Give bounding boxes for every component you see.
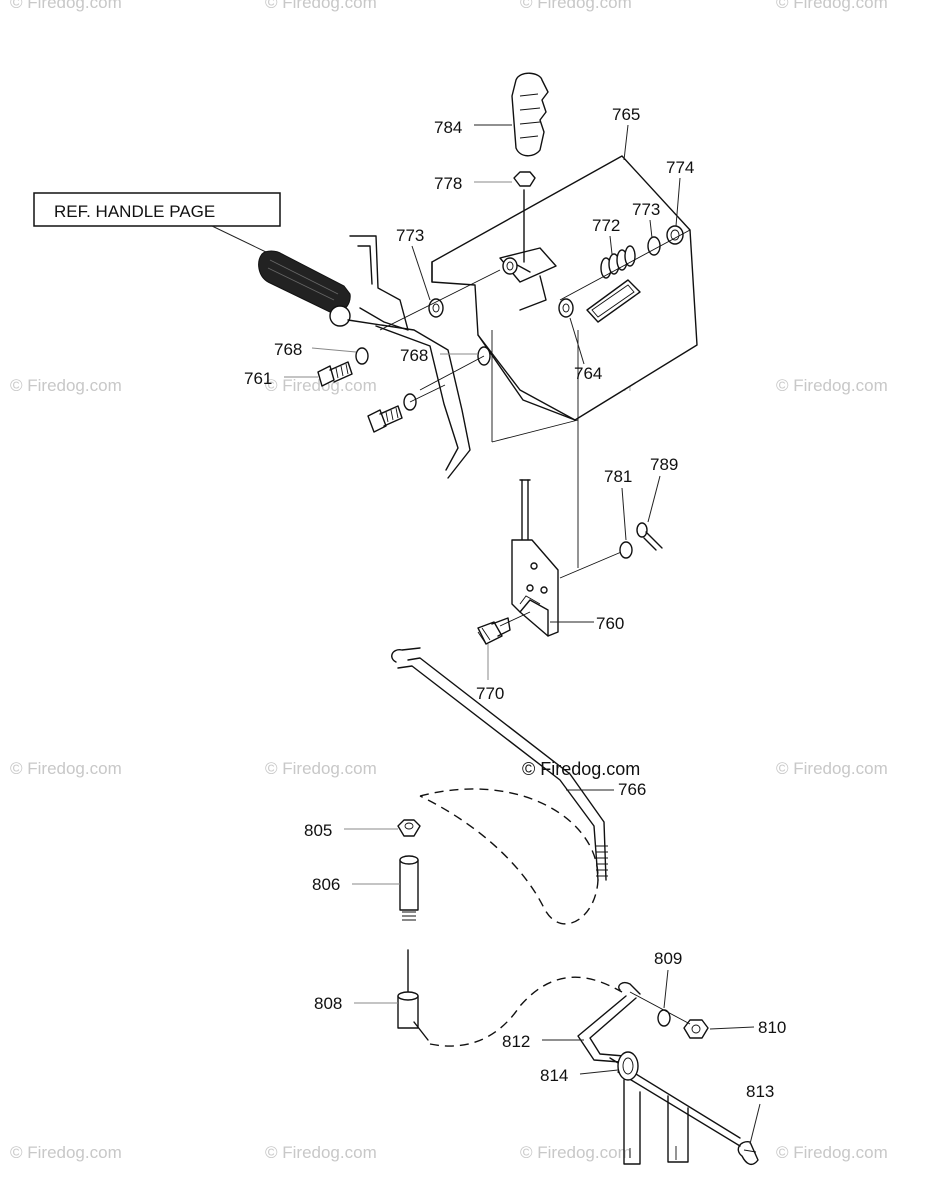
watermark: © Firedog.com	[520, 1143, 632, 1162]
callout-813: 813	[746, 1082, 774, 1101]
callout-761: 761	[244, 369, 272, 388]
watermark: © Firedog.com	[265, 376, 377, 395]
watermark: © Firedog.com	[776, 0, 888, 12]
callout-808: 808	[314, 994, 342, 1013]
watermark: © Firedog.com	[10, 376, 122, 395]
ref-handle-page-box: REF. HANDLE PAGE	[33, 192, 281, 254]
control-plate	[431, 155, 698, 421]
spacer-806	[399, 855, 419, 921]
callout-773-left: 773	[396, 226, 424, 245]
washer-768-left	[355, 347, 369, 365]
callouts: 784 765 778 774 773 773 772 768 768 764 …	[244, 105, 786, 1145]
bushing-764	[558, 298, 574, 318]
left-handle-lever	[258, 235, 501, 479]
callout-805: 805	[304, 821, 332, 840]
callout-810: 810	[758, 1018, 786, 1037]
ref-handle-page-label: REF. HANDLE PAGE	[54, 202, 215, 221]
callout-765: 765	[612, 105, 640, 124]
callout-768-left: 768	[274, 340, 302, 359]
callout-778: 778	[434, 174, 462, 193]
nut-774	[666, 225, 684, 245]
callout-766: 766	[618, 780, 646, 799]
watermark: © Firedog.com	[10, 759, 122, 778]
callout-774: 774	[666, 158, 694, 177]
callout-770: 770	[476, 684, 504, 703]
washer-781	[619, 541, 633, 559]
watermark: © Firedog.com	[776, 759, 888, 778]
callout-806: 806	[312, 875, 340, 894]
callout-789: 789	[650, 455, 678, 474]
clip-813	[737, 1141, 759, 1166]
callout-764: 764	[574, 364, 602, 383]
watermark: © Firedog.com	[265, 759, 377, 778]
pivot-bracket-760	[511, 539, 559, 637]
callout-760: 760	[596, 614, 624, 633]
handle-grip	[511, 72, 549, 157]
nut-778	[513, 171, 536, 187]
cable-upper	[419, 788, 599, 925]
watermark: © Firedog.com	[265, 0, 377, 12]
swivel-808	[397, 991, 429, 1041]
rod-766	[391, 647, 608, 881]
nut-805	[397, 819, 421, 837]
bolt-770	[477, 617, 511, 645]
watermark: © Firedog.com	[776, 1143, 888, 1162]
callout-784: 784	[434, 118, 462, 137]
clip-789	[636, 522, 663, 551]
nut-810	[683, 1019, 709, 1039]
crank-812	[577, 981, 741, 1165]
watermark: © Firedog.com	[776, 376, 888, 395]
callout-781: 781	[604, 467, 632, 486]
callout-772: 772	[592, 216, 620, 235]
watermark: © Firedog.com	[10, 1143, 122, 1162]
callout-768-center: 768	[400, 346, 428, 365]
watermark: © Firedog.com	[10, 0, 122, 12]
watermark: © Firedog.com	[265, 1143, 377, 1162]
callout-773-right: 773	[632, 200, 660, 219]
bolt-761	[317, 361, 353, 387]
center-watermark: © Firedog.com	[522, 759, 640, 779]
callout-812: 812	[502, 1032, 530, 1051]
callout-809: 809	[654, 949, 682, 968]
bolt-lower-left	[367, 405, 403, 433]
watermark: © Firedog.com	[520, 0, 632, 12]
washer-773-right	[647, 236, 661, 256]
cable-lower	[429, 976, 623, 1047]
callout-814: 814	[540, 1066, 568, 1085]
